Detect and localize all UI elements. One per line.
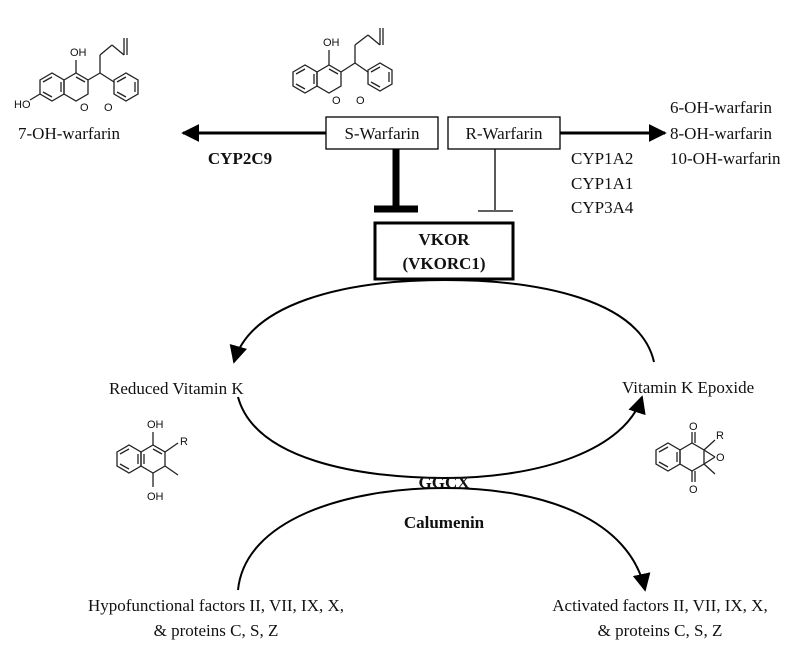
cyp1a1-label: CYP1A1 (571, 174, 633, 193)
eight-oh-warfarin-label: 8-OH-warfarin (670, 124, 772, 143)
atom-label-o: O (689, 484, 698, 496)
atom-label-oh: OH (323, 37, 340, 49)
vkor-label: VKOR (419, 230, 471, 249)
atom-label-o: O (104, 102, 113, 114)
carboxylation-arc (237, 486, 651, 592)
atom-label-o: O (716, 452, 725, 464)
reduced-vitamin-k-structure: OH OH R (116, 419, 188, 503)
seven-oh-warfarin-structure: OH HO O O (14, 38, 139, 114)
cyp3a4-label: CYP3A4 (571, 198, 634, 217)
vitamin-k-epoxide-structure: O O O R (655, 421, 725, 496)
vkor-reduction-arc (229, 278, 655, 364)
atom-label-o: O (80, 102, 89, 114)
activated-factors-label: Activated factors II, VII, IX, X, (552, 596, 767, 615)
calumenin-label: Calumenin (404, 513, 485, 532)
ggcx-label: GGCX (419, 473, 471, 492)
activated-proteins-label: & proteins C, S, Z (598, 621, 723, 640)
reduced-vitamin-k-label: Reduced Vitamin K (109, 379, 244, 398)
atom-label-oh: OH (70, 47, 87, 59)
six-oh-warfarin-label: 6-OH-warfarin (670, 98, 772, 117)
atom-label-oh: OH (147, 419, 164, 431)
ten-oh-warfarin-label: 10-OH-warfarin (670, 149, 781, 168)
cyp1a2-label: CYP1A2 (571, 149, 633, 168)
seven-oh-warfarin-label: 7-OH-warfarin (18, 124, 120, 143)
atom-label-r: R (180, 436, 188, 448)
vkor-box (373, 221, 515, 281)
ggcx-oxidation-arc (237, 395, 646, 480)
warfarin-structure: OH O O (292, 28, 393, 107)
r-warfarin-label: R-Warfarin (466, 124, 543, 143)
atom-label-r: R (716, 430, 724, 442)
r-warfarin-box (447, 116, 561, 150)
hypofunctional-proteins-label: & proteins C, S, Z (154, 621, 279, 640)
s-warfarin-label: S-Warfarin (344, 124, 420, 143)
vitamin-k-epoxide-label: Vitamin K Epoxide (622, 378, 754, 397)
hypofunctional-factors-label: Hypofunctional factors II, VII, IX, X, (88, 596, 344, 615)
atom-label-o: O (689, 421, 698, 433)
atom-label-oh: OH (147, 491, 164, 503)
atom-label-o: O (356, 95, 365, 107)
cyp2c9-label: CYP2C9 (208, 149, 272, 168)
s-warfarin-box (325, 116, 439, 150)
atom-label-o: O (332, 95, 341, 107)
vkorc1-label: (VKORC1) (402, 254, 485, 273)
atom-label-ho: HO (14, 99, 31, 111)
